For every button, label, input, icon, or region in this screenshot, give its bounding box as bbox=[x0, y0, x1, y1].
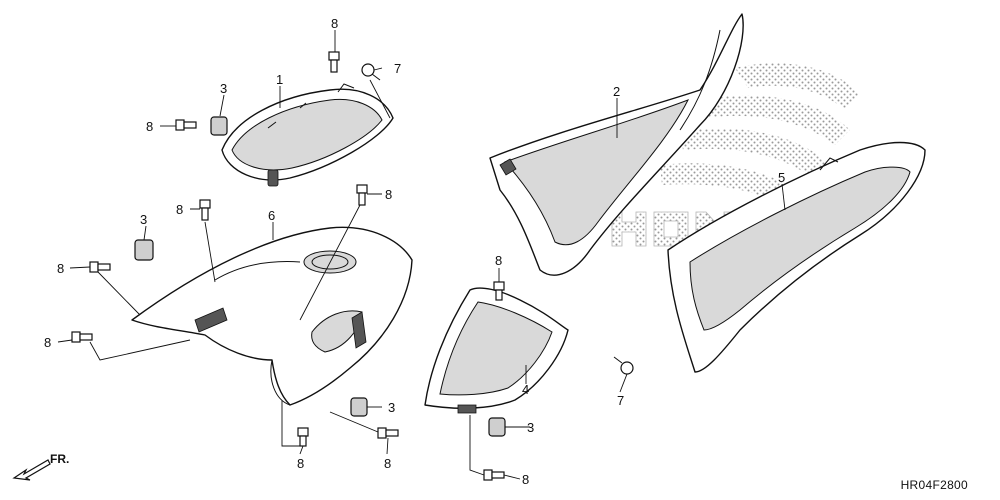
callout-8-f: 8 bbox=[44, 335, 51, 350]
callout-8-h: 8 bbox=[297, 456, 304, 471]
grommet-3-d bbox=[488, 417, 506, 437]
front-arrow-icon bbox=[12, 459, 51, 481]
leader-lines bbox=[57, 30, 786, 480]
clip-8-j bbox=[483, 469, 505, 481]
grommet-3-a bbox=[210, 116, 228, 136]
clip-8-f bbox=[71, 331, 93, 343]
diagram-code: HR04F2800 bbox=[900, 478, 968, 492]
callout-8-i: 8 bbox=[384, 456, 391, 471]
callout-5: 5 bbox=[778, 170, 785, 185]
grommet-3-c bbox=[350, 397, 368, 417]
clip-8-a bbox=[328, 51, 340, 73]
clip-8-d bbox=[356, 184, 368, 206]
callout-6: 6 bbox=[268, 208, 275, 223]
clip-8-c bbox=[199, 199, 211, 221]
callout-3-a: 3 bbox=[220, 81, 227, 96]
screw-7-b bbox=[613, 356, 634, 375]
callout-8-c: 8 bbox=[176, 202, 183, 217]
callout-8-j: 8 bbox=[522, 472, 529, 487]
clip-8-i bbox=[377, 427, 399, 439]
callout-3-b: 3 bbox=[140, 212, 147, 227]
callout-4: 4 bbox=[522, 382, 529, 397]
callout-8-d: 8 bbox=[385, 187, 392, 202]
part-2-side-panel bbox=[489, 13, 744, 276]
front-label: FR. bbox=[50, 452, 70, 466]
callout-7-b: 7 bbox=[617, 393, 624, 408]
callout-numbers: 1 2 3 3 3 3 4 5 6 7 7 8 8 8 8 8 8 8 8 8 … bbox=[44, 16, 785, 487]
grommet-3-b bbox=[134, 239, 154, 261]
callout-1: 1 bbox=[276, 72, 283, 87]
callout-8-b: 8 bbox=[146, 119, 153, 134]
callout-7-a: 7 bbox=[394, 61, 401, 76]
callout-3-d: 3 bbox=[527, 420, 534, 435]
part-6-tank-cover bbox=[131, 226, 413, 406]
honda-wing-watermark bbox=[660, 63, 860, 213]
callout-2: 2 bbox=[613, 84, 620, 99]
clip-8-h bbox=[297, 427, 309, 447]
clip-8-g bbox=[493, 281, 505, 301]
part-5-side-panel bbox=[667, 141, 926, 373]
clip-8-e bbox=[89, 261, 111, 273]
callout-8-e: 8 bbox=[57, 261, 64, 276]
part-4-under-cover bbox=[424, 287, 569, 414]
callout-8-a: 8 bbox=[331, 16, 338, 31]
callout-8-g: 8 bbox=[495, 253, 502, 268]
part-1-cover bbox=[221, 83, 394, 187]
screw-7-a bbox=[361, 63, 381, 81]
callout-3-c: 3 bbox=[388, 400, 395, 415]
clip-8-b bbox=[175, 119, 197, 131]
